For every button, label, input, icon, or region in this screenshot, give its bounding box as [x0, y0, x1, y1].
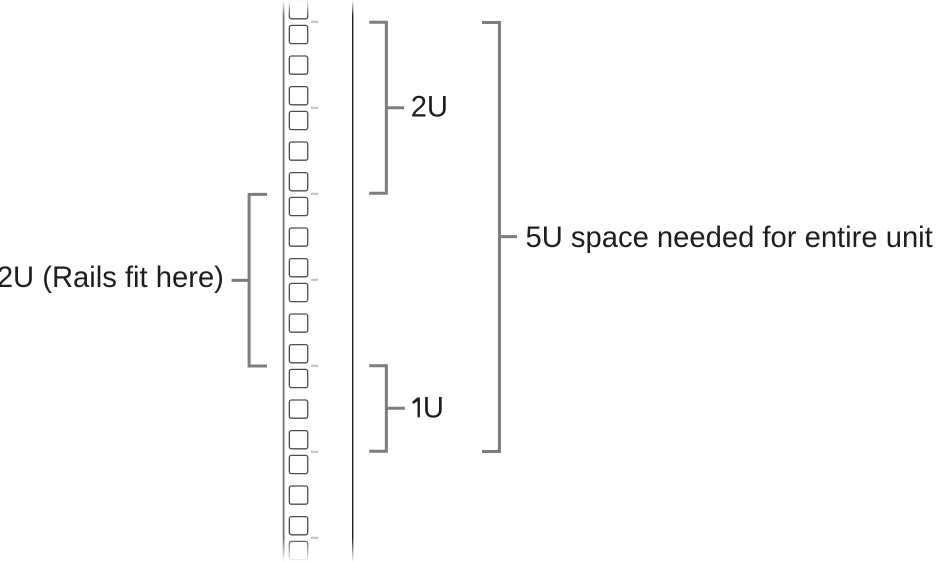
svg-text:2U (Rails fit here): 2U (Rails fit here)	[0, 262, 224, 294]
svg-text:5U space needed for entire uni: 5U space needed for entire unit	[526, 222, 933, 254]
svg-text:2U: 2U	[411, 91, 448, 123]
svg-text:U: U	[423, 392, 444, 424]
